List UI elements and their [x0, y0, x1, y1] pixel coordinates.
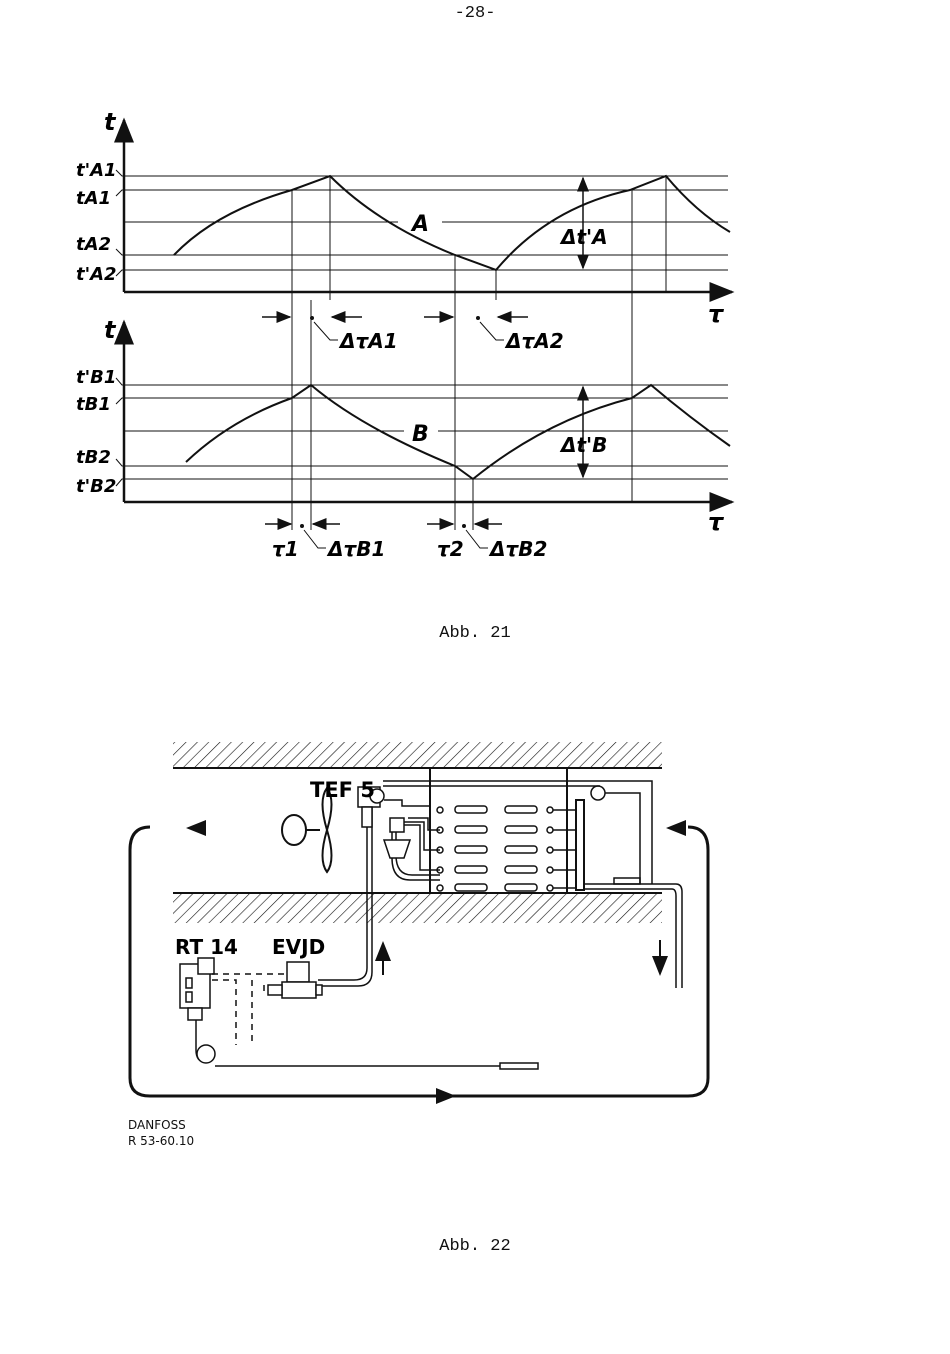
- air-flow-loop: [130, 827, 708, 1096]
- figure-21: t τ t τ A B t'A1 tA1 tA2 t'A2 t'B1 tB1 t…: [0, 0, 950, 620]
- delta-tau-label: ΔτA2: [504, 329, 564, 353]
- curve-label-a: A: [410, 212, 429, 237]
- flow-arrow-icon: [186, 820, 206, 836]
- level-label: t'A2: [76, 264, 117, 285]
- figure-21-caption: Abb. 21: [0, 624, 950, 643]
- delta-tau-label: ΔτA1: [338, 329, 398, 353]
- tau-label: τ1: [272, 537, 299, 561]
- label-rt14: RT 14: [175, 935, 238, 959]
- distributor-icon: [384, 818, 410, 858]
- level-label: tB1: [76, 394, 111, 415]
- curve-label-b: B: [412, 422, 429, 447]
- flow-arrow-icon: [436, 1088, 456, 1104]
- curve-b: [186, 385, 730, 479]
- fan-icon: [282, 788, 332, 872]
- delta-t-label-b: Δt'B: [559, 433, 607, 457]
- wall-hatch: [173, 893, 662, 923]
- credit-line: DANFOSS: [128, 1118, 186, 1132]
- ceiling-hatch: [173, 742, 662, 768]
- credit-line: R 53-60.10: [128, 1134, 194, 1148]
- level-label: t'A1: [76, 160, 117, 181]
- x-axis-label-b: τ: [708, 508, 725, 536]
- y-axis-label-b: t: [104, 316, 117, 344]
- level-label: tA2: [76, 234, 111, 255]
- tau-label: τ2: [437, 537, 464, 561]
- reference-lines: [292, 176, 666, 530]
- level-label: tA1: [76, 188, 111, 209]
- label-tef5: TEF 5: [310, 778, 375, 802]
- thermostat-icon: [180, 958, 538, 1069]
- figure-22-caption: Abb. 22: [0, 1237, 950, 1256]
- evaporator-coil: [430, 768, 584, 893]
- solenoid-valve-icon: [268, 962, 322, 998]
- level-label: t'B1: [76, 367, 116, 388]
- level-label: tB2: [76, 447, 111, 468]
- label-evjd: EVJD: [272, 935, 325, 959]
- level-label: t'B2: [76, 476, 116, 497]
- delta-t-label-a: Δt'A: [559, 225, 608, 249]
- control-wiring: [212, 974, 284, 1045]
- x-axis-label-a: τ: [708, 300, 725, 328]
- refrigerant-piping: [318, 781, 682, 988]
- delta-tau-label: ΔτB1: [326, 537, 385, 561]
- flow-arrow-icon: [666, 820, 686, 836]
- delta-tau-label: ΔτB2: [488, 537, 547, 561]
- y-axis-label-a: t: [104, 108, 117, 136]
- expansion-valve-icon: [358, 787, 384, 827]
